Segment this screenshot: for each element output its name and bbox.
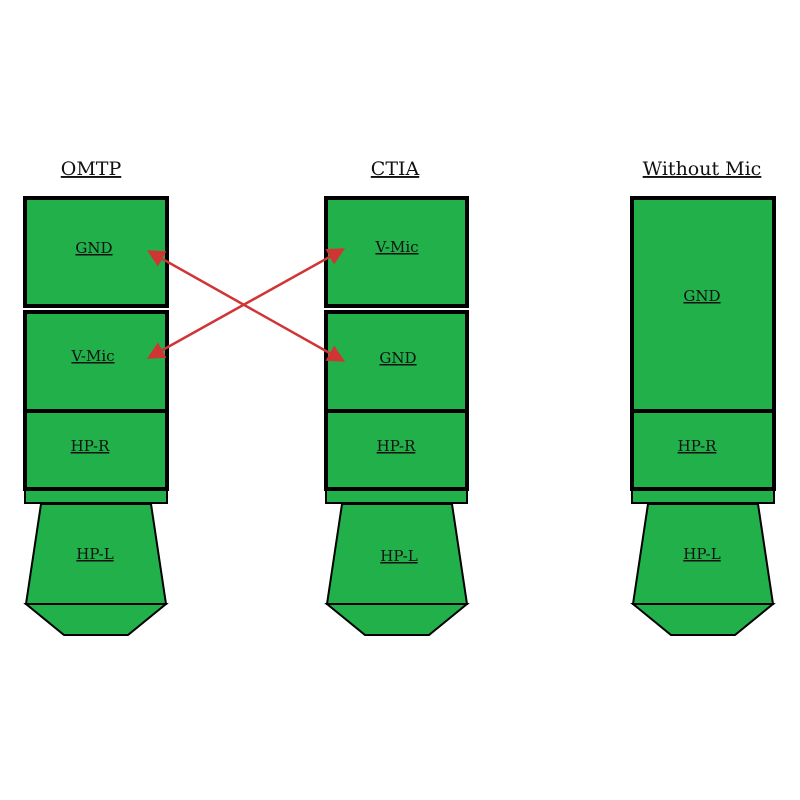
arrow-gnd-to-gnd: [146, 250, 346, 362]
ring-nomic: [631, 489, 775, 504]
tip-point-omtp: [23, 603, 169, 636]
column-title-without-mic: Without Mic: [643, 158, 762, 180]
tip-point-ctia: [324, 603, 470, 636]
tip-label-omtp-hpl: HP-L: [76, 545, 113, 563]
segment-label-omtp-hpr: HP-R: [71, 437, 110, 455]
column-omtp: OMTP GND V-Mic HP-R HP-L: [23, 158, 169, 636]
segment-omtp-gnd: [23, 196, 169, 308]
tip-label-nomic-hpl: HP-L: [683, 545, 720, 563]
segment-ctia-hpr: [324, 409, 469, 491]
segment-label-ctia-vmic: V-Mic: [374, 238, 418, 256]
segment-label-nomic-gnd: GND: [683, 287, 720, 305]
tip-label-ctia-hpl: HP-L: [380, 547, 417, 565]
column-title-ctia: CTIA: [371, 158, 420, 180]
segment-label-ctia-gnd: GND: [379, 349, 416, 367]
segment-nomic-hpr: [630, 409, 776, 491]
column-ctia: CTIA V-Mic GND HP-R HP-L: [324, 158, 470, 636]
tip-point-nomic: [630, 603, 776, 636]
column-without-mic: Without Mic GND HP-R HP-L: [630, 158, 776, 636]
segment-label-omtp-gnd: GND: [75, 239, 112, 257]
ring-omtp: [24, 489, 168, 504]
segment-ctia-vmic: [324, 196, 469, 308]
ring-ctia: [325, 489, 468, 504]
segment-nomic-gnd: [630, 196, 776, 413]
segment-label-nomic-hpr: HP-R: [678, 437, 717, 455]
segment-label-omtp-vmic: V-Mic: [70, 347, 114, 365]
column-title-omtp: OMTP: [61, 158, 122, 180]
segment-label-ctia-hpr: HP-R: [377, 437, 416, 455]
arrow-vmic-to-vmic: [146, 248, 346, 359]
